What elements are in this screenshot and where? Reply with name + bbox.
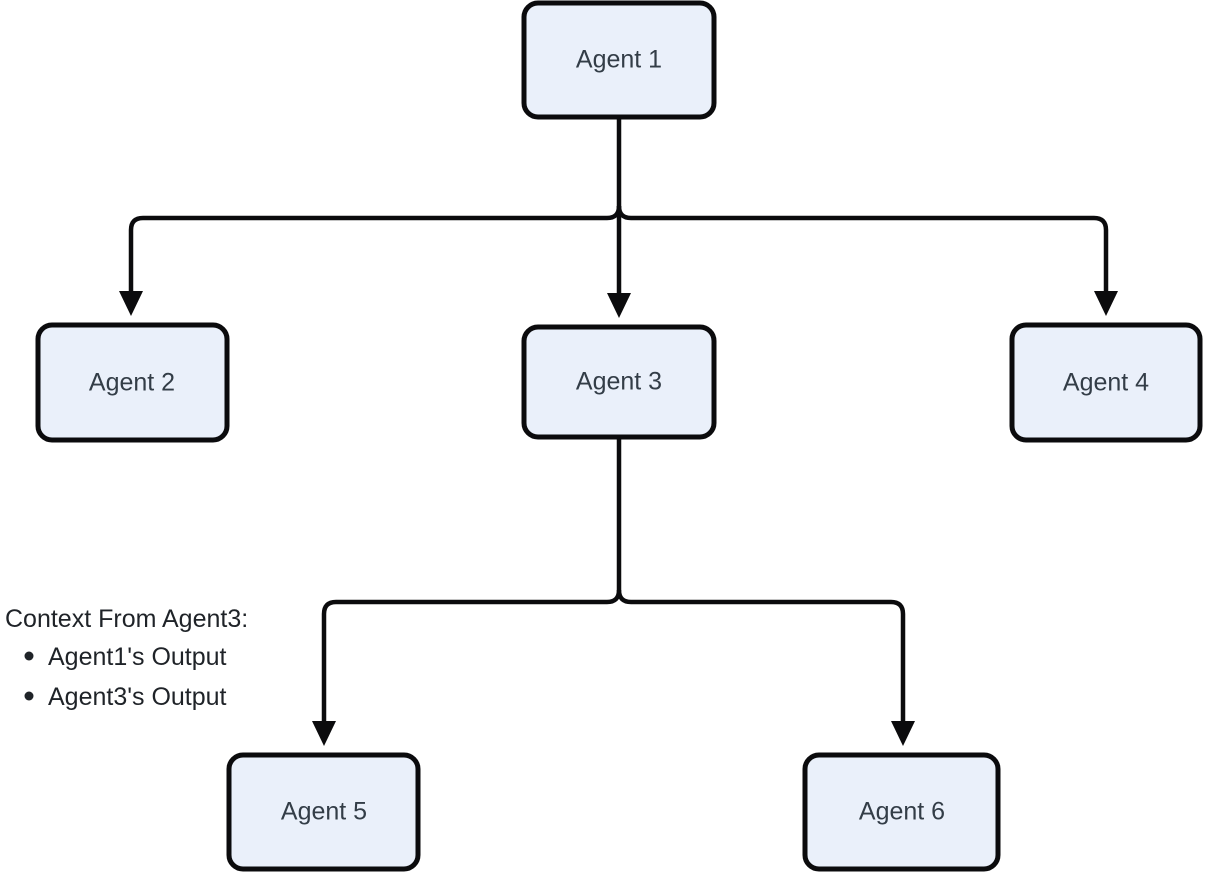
edge-agent3-agent5-arrowhead bbox=[312, 721, 336, 746]
context-annotation-item-1: Agent1's Output bbox=[48, 643, 227, 671]
node-agent2-label: Agent 2 bbox=[89, 369, 175, 397]
node-agent3-label: Agent 3 bbox=[576, 368, 662, 396]
node-agent2[interactable]: Agent 2 bbox=[35, 322, 230, 443]
node-agent3-box[interactable] bbox=[521, 324, 717, 440]
node-agent4[interactable]: Agent 4 bbox=[1009, 322, 1203, 443]
node-agent5-label: Agent 5 bbox=[281, 798, 367, 826]
node-agent5[interactable]: Agent 5 bbox=[226, 752, 421, 872]
node-agent5-box[interactable] bbox=[226, 752, 421, 872]
node-layer: Agent 1 Agent 2 Agent 3 Agent 4 Agent 5 bbox=[35, 0, 1203, 872]
bullet-dot-icon bbox=[24, 691, 34, 701]
node-agent4-box[interactable] bbox=[1009, 322, 1203, 443]
bullet-dot-icon bbox=[24, 651, 34, 661]
node-agent4-label: Agent 4 bbox=[1063, 369, 1149, 397]
edge-agent1-agent3-arrowhead bbox=[607, 293, 631, 318]
context-annotation-item-2: Agent3's Output bbox=[48, 683, 227, 711]
node-agent2-box[interactable] bbox=[35, 322, 230, 443]
context-annotation-heading: Context From Agent3: bbox=[5, 605, 248, 633]
node-agent6-label: Agent 6 bbox=[859, 798, 945, 826]
edge-agent3-agent6-arrowhead bbox=[891, 721, 915, 746]
node-agent3[interactable]: Agent 3 bbox=[521, 324, 717, 440]
edge-agent3-agent5-line bbox=[321, 589, 622, 723]
node-agent1-label: Agent 1 bbox=[576, 46, 662, 74]
edge-agent1-agent4-line bbox=[616, 205, 1109, 293]
node-agent6[interactable]: Agent 6 bbox=[802, 752, 1001, 872]
edge-agent3-agent6-line bbox=[616, 589, 906, 723]
edge-agent1-agent2-line bbox=[128, 205, 622, 293]
edge-layer bbox=[119, 117, 1118, 746]
context-annotation: Context From Agent3: Agent1's Output Age… bbox=[5, 605, 248, 711]
node-agent1[interactable]: Agent 1 bbox=[521, 0, 717, 120]
edge-agent1-agent2-arrowhead bbox=[119, 291, 143, 316]
edge-agent1-agent4-arrowhead bbox=[1094, 291, 1118, 316]
node-agent6-box[interactable] bbox=[802, 752, 1001, 872]
node-agent1-box[interactable] bbox=[521, 0, 717, 120]
